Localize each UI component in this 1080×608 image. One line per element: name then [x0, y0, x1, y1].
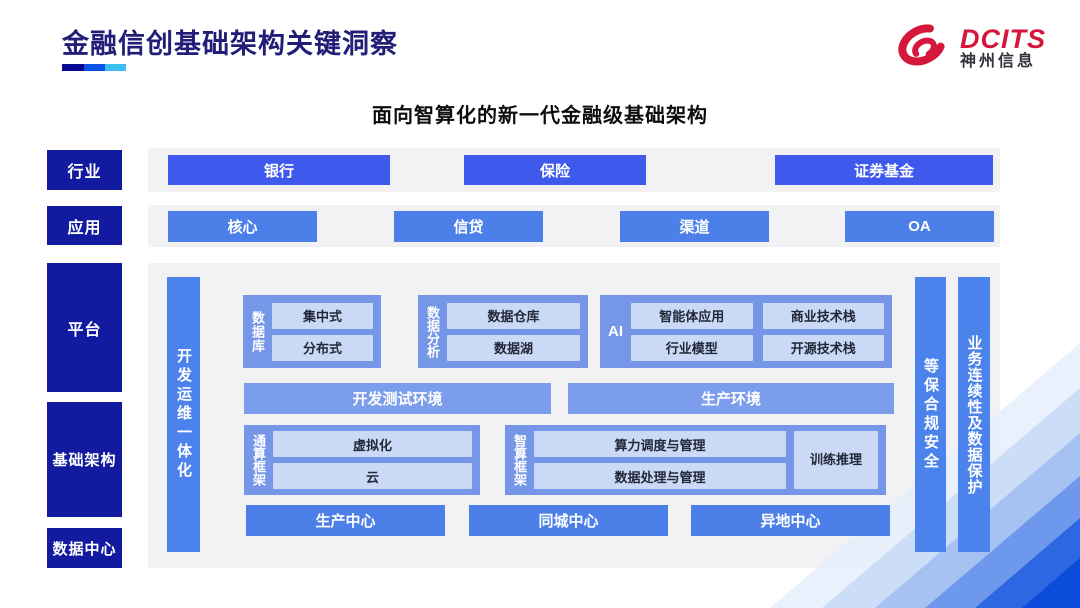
ai-section: AI 智能体应用 商业技术栈 行业模型 开源技术栈 — [600, 295, 892, 368]
dcits-swirl-icon — [898, 24, 945, 66]
database-item-distributed: 分布式 — [272, 334, 373, 361]
dcits-logo: DCITS 神州信息 — [890, 20, 1046, 76]
general-compute-item-virtualization: 虚拟化 — [273, 431, 472, 457]
general-compute-section: 通算框架 虚拟化 云 — [244, 425, 480, 495]
layer-label-application: 应用 — [47, 206, 122, 245]
security-bar: 等保合规安全 — [915, 277, 946, 552]
page-title: 金融信创基础架构关键洞察 — [62, 29, 398, 59]
intelligent-compute-label: 智算框架 — [512, 434, 527, 486]
analytics-item-warehouse: 数据仓库 — [447, 302, 580, 329]
continuity-bar: 业务连续性及数据保护 — [958, 277, 990, 552]
database-item-centralized: 集中式 — [272, 302, 373, 329]
app-item-credit: 信贷 — [394, 211, 543, 242]
center-production: 生产中心 — [246, 505, 445, 536]
underline-segment-mid — [84, 64, 105, 71]
layer-label-infrastructure: 基础架构 — [47, 402, 122, 517]
intelligent-compute-item-data-mgmt: 数据处理与管理 — [534, 463, 786, 489]
env-production: 生产环境 — [568, 383, 894, 414]
app-item-core: 核心 — [168, 211, 317, 242]
center-same-city: 同城中心 — [469, 505, 668, 536]
underline-segment-light — [105, 64, 126, 71]
ai-item-agent-apps: 智能体应用 — [631, 302, 753, 329]
general-compute-item-cloud: 云 — [273, 463, 472, 489]
general-compute-label: 通算框架 — [251, 434, 266, 486]
industry-item-insurance: 保险 — [464, 155, 646, 185]
industry-item-bank: 银行 — [168, 155, 390, 185]
analytics-label: 数据分析 — [425, 305, 440, 358]
intelligent-compute-section: 智算框架 算力调度与管理 数据处理与管理 训练推理 — [505, 425, 886, 495]
ai-label: AI — [608, 323, 623, 340]
intelligent-compute-item-scheduling: 算力调度与管理 — [534, 431, 786, 457]
title-underline — [62, 64, 126, 71]
ai-item-commercial-stack: 商业技术栈 — [762, 302, 884, 329]
analytics-item-lake: 数据湖 — [447, 334, 580, 361]
diagram-title: 面向智算化的新一代金融级基础架构 — [372, 105, 708, 127]
devops-bar: 开发运维一体化 — [167, 277, 200, 552]
layer-label-datacenter: 数据中心 — [47, 528, 122, 568]
app-item-channel: 渠道 — [620, 211, 769, 242]
ai-item-opensource-stack: 开源技术栈 — [762, 334, 884, 361]
database-section: 数据库 集中式 分布式 — [243, 295, 381, 368]
logo-brand-text: DCITS — [960, 24, 1046, 55]
layer-label-platform: 平台 — [47, 263, 122, 392]
analytics-section: 数据分析 数据仓库 数据湖 — [418, 295, 588, 368]
app-item-oa: OA — [845, 211, 994, 242]
underline-segment-dark — [62, 64, 84, 71]
center-remote: 异地中心 — [691, 505, 890, 536]
env-dev-test: 开发测试环境 — [244, 383, 551, 414]
logo-company-text: 神州信息 — [960, 52, 1037, 70]
database-label: 数据库 — [250, 310, 265, 353]
layer-label-industry: 行业 — [47, 150, 122, 190]
industry-item-securities: 证券基金 — [775, 155, 993, 185]
ai-item-industry-models: 行业模型 — [631, 334, 753, 361]
intelligent-compute-item-training-inference: 训练推理 — [794, 431, 878, 489]
